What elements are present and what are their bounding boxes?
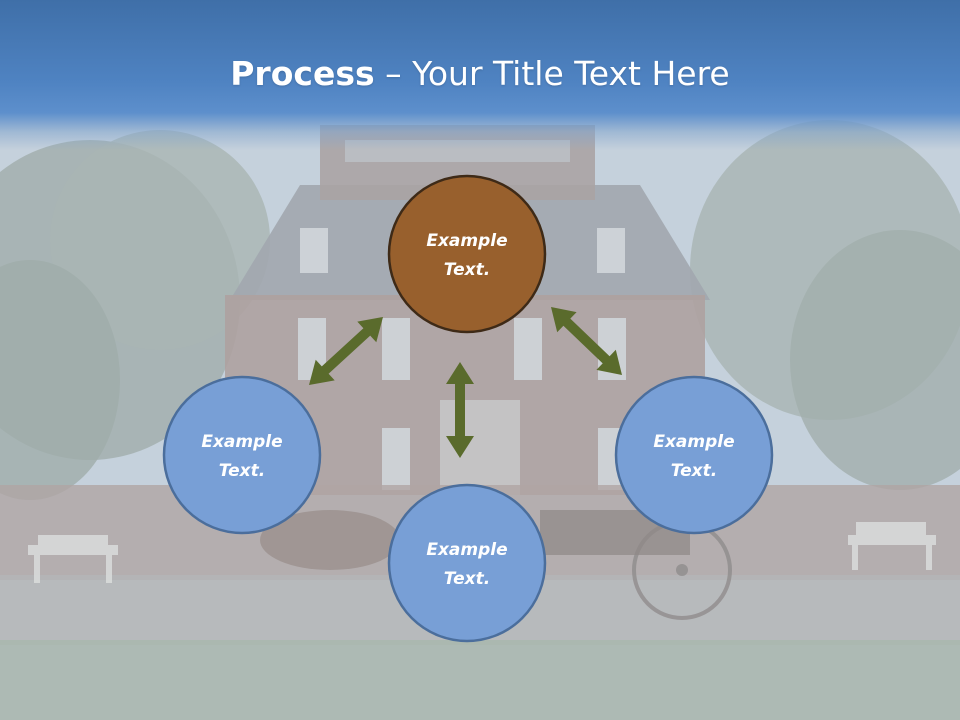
slide-title: Process – Your Title Text Here [0, 52, 960, 96]
title-bold-part: Process [230, 54, 375, 93]
node-top-label-line: Text. [444, 260, 490, 280]
node-top-label-line: Example [426, 231, 507, 251]
node-top-circle [387, 174, 547, 334]
node-bottom-circle [387, 483, 547, 643]
node-left-circle [162, 375, 322, 535]
node-left-label-line: Example [201, 432, 282, 452]
node-bottom-label-line: Text. [444, 569, 490, 589]
arrow-top-bottom [446, 362, 474, 458]
node-right-label-line: Example [653, 432, 734, 452]
arrow-top-left [309, 317, 383, 385]
node-left-label-line: Text. [219, 461, 265, 481]
title-regular-part: – Your Title Text Here [374, 54, 730, 93]
node-bottom-label-line: Example [426, 540, 507, 560]
node-right-circle [614, 375, 774, 535]
node-right-label-line: Text. [671, 461, 717, 481]
title-band [0, 0, 960, 150]
arrow-top-right [551, 307, 622, 375]
